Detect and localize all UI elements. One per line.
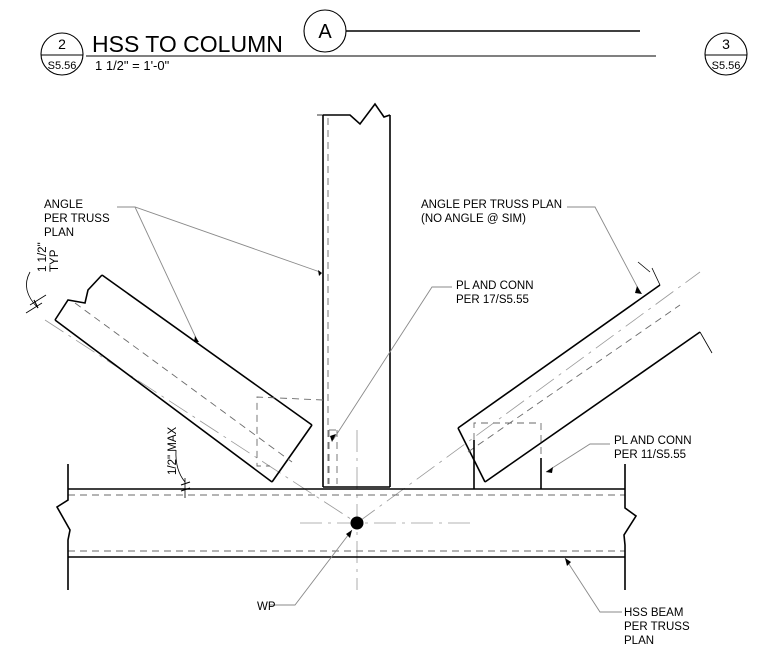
detail-number: 2 — [58, 36, 66, 52]
note-angle-left: ANGLE PER TRUSS PLAN — [44, 199, 113, 239]
detail-scale: 1 1/2" = 1'-0" — [95, 58, 170, 73]
dimension-typ — [25, 271, 47, 314]
hss-column — [317, 102, 391, 488]
note-dim-max: 1/2" MAX — [167, 426, 179, 475]
reference-sheet: S5.56 — [712, 60, 741, 72]
leader-pl-conn-top — [332, 286, 452, 441]
centerlines — [44, 271, 701, 590]
reference-bubble — [704, 32, 748, 76]
hss-beam — [55, 464, 638, 590]
leader-angle-left-1 — [117, 206, 321, 273]
beam-break-right — [623, 464, 638, 590]
right-diagonal-workline — [356, 271, 701, 524]
leader-angle-left-2 — [134, 206, 198, 341]
detail-sheet: S5.56 — [48, 60, 77, 72]
left-member-break — [54, 274, 103, 321]
detail-bubble — [40, 32, 84, 76]
left-diagonal-workline — [44, 319, 358, 524]
left-diagonal-member — [54, 274, 324, 483]
beam-break-left — [55, 464, 71, 590]
note-pl-conn-right: PL AND CONN PER 11/S5.55 — [614, 435, 695, 461]
leader-pl-conn-right — [545, 443, 610, 473]
work-point — [350, 516, 364, 530]
note-dim-typ: 1 1/2" TYP — [37, 239, 61, 272]
dimension-max — [175, 449, 191, 498]
grid-label: A — [318, 21, 332, 43]
leader-angle-right — [567, 206, 641, 293]
note-pl-conn-top: PL AND CONN PER 17/S5.55 — [456, 280, 537, 306]
column-break-line — [323, 102, 391, 126]
note-angle-right: ANGLE PER TRUSS PLAN (NO ANGLE @ SIM) — [421, 199, 565, 225]
leaders — [117, 206, 642, 613]
title-block: 2 S5.56 HSS TO COLUMN 1 1/2" = 1'-0" A 3… — [40, 9, 748, 76]
note-hss-beam: HSS BEAM PER TRUSS PLAN — [624, 607, 693, 647]
right-diagonal-member — [457, 261, 713, 489]
detail-title: HSS TO COLUMN — [92, 31, 283, 57]
leader-hss-beam — [564, 557, 622, 613]
leader-wp — [270, 529, 353, 606]
notes: ANGLE PER TRUSS PLAN ANGLE PER TRUSS PLA… — [37, 199, 695, 647]
note-wp: WP — [257, 601, 276, 613]
reference-number: 3 — [722, 36, 730, 52]
